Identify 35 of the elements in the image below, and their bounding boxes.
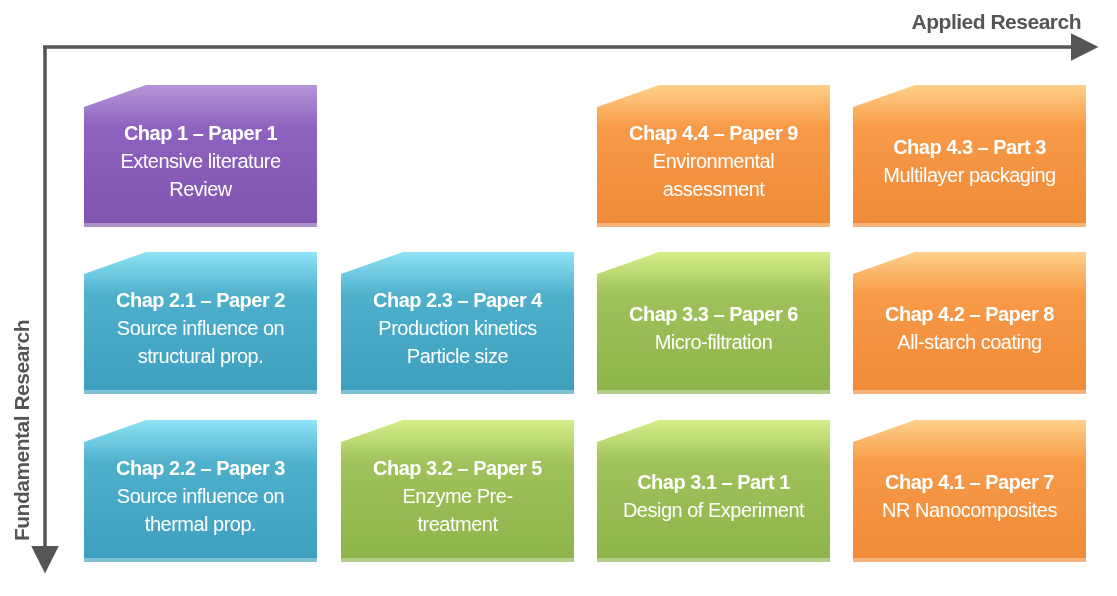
chapter-description: Production kinetics Particle size xyxy=(377,316,538,369)
chapter-title: Chap 4.4 – Paper 9 xyxy=(629,121,798,146)
axis-label: Applied Research xyxy=(911,10,1081,34)
chapter-title: Chap 4.3 – Part 3 xyxy=(893,135,1046,160)
chapter-title: Chap 3.3 – Paper 6 xyxy=(629,302,798,327)
chapter-title: Chap 2.3 – Paper 4 xyxy=(373,288,542,313)
chapter-title: Chap 4.2 – Paper 8 xyxy=(885,302,1054,327)
chapter-title: Chap 2.2 – Paper 3 xyxy=(116,456,285,481)
chapter-description: Source influence on thermal prop. xyxy=(115,484,286,537)
chapter-title: Chap 3.1 – Part 1 xyxy=(637,470,790,495)
chapter-box xyxy=(853,420,1086,562)
chapter-box xyxy=(853,85,1086,227)
chapter-box xyxy=(84,85,317,227)
chapter-box xyxy=(341,420,574,562)
chapter-box xyxy=(84,420,317,562)
chapter-title: Chap 3.2 – Paper 5 xyxy=(373,456,542,481)
chapter-box xyxy=(597,420,830,562)
chapter-description: Environmental assessment xyxy=(651,149,776,202)
chapter-description: Multilayer packaging xyxy=(883,163,1056,188)
chapter-description: All-starch coating xyxy=(897,330,1042,355)
chapter-box xyxy=(84,252,317,394)
chapter-title: Chap 1 – Paper 1 xyxy=(123,121,278,146)
chapter-description: Design of Experiment xyxy=(622,498,805,523)
chapter-description: Source influence on structural prop. xyxy=(115,316,286,369)
axis-label: Fundamental Research xyxy=(10,320,34,542)
chapter-description: Enzyme Pre-treatment xyxy=(401,484,514,537)
chapter-description: NR Nanocomposites xyxy=(882,498,1057,523)
chapter-box xyxy=(597,252,830,394)
chapter-title: Chap 2.1 – Paper 2 xyxy=(116,288,285,313)
chapter-description: Micro-filtration xyxy=(654,330,773,355)
chapter-box xyxy=(853,252,1086,394)
chapter-description: Extensive literature Review xyxy=(119,149,282,202)
chapter-box xyxy=(341,252,574,394)
chapter-title: Chap 4.1 – Paper 7 xyxy=(885,470,1054,495)
chapter-box xyxy=(597,85,830,227)
